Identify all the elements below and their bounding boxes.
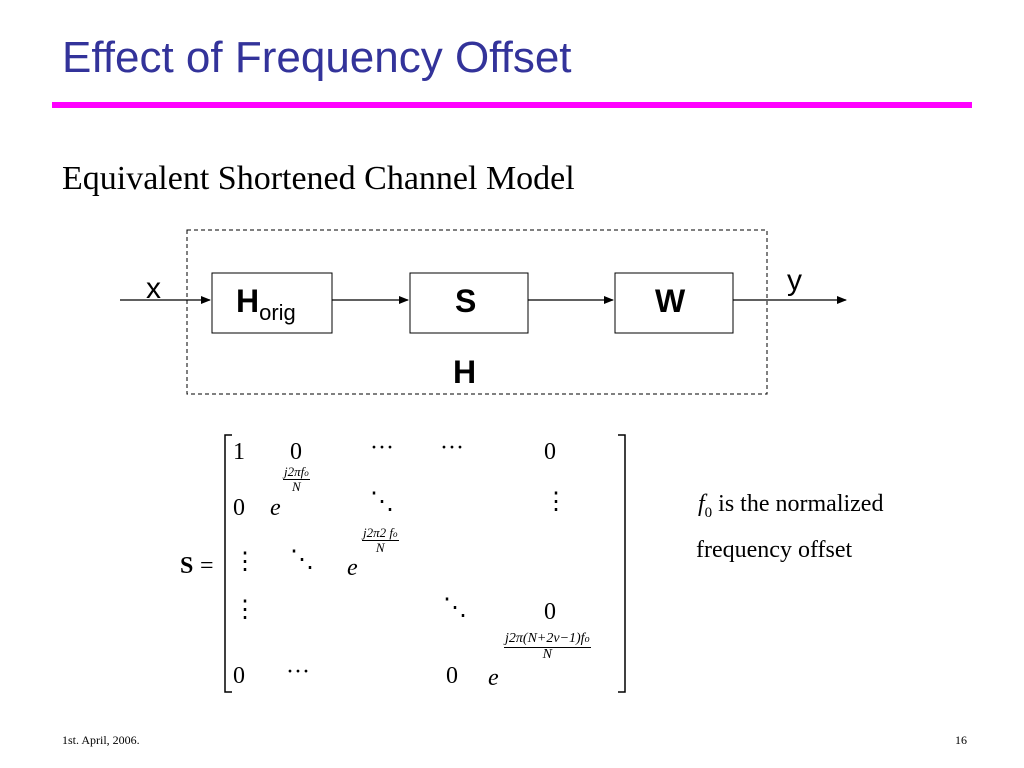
note-line-2: frequency offset [696,537,853,563]
m-r3c2: ⋱ [290,547,314,573]
group-label-h: H [453,354,477,390]
m-r3c3-exponent: j2π2 fo N [362,526,399,554]
block-h-orig [211,272,333,334]
exp3-num: j2π(N+2v−1)f [505,631,585,646]
left-bracket [224,434,232,693]
block-h-orig-label: Horig [236,283,296,324]
slide-subtitle: Equivalent Shortened Channel Model [62,160,575,197]
m-r4c5: 0 [544,599,556,625]
m-r2c3: ⋱ [370,489,394,515]
output-label-y: y [787,264,802,297]
m-r2c1: 0 [233,495,245,521]
right-bracket [618,434,626,693]
block-w [614,272,734,334]
page-number: 16 [955,733,967,747]
m-r1c4: ··· [440,435,464,461]
m-r2c5: ⋮ [544,489,568,515]
slide-title: Effect of Frequency Offset [62,33,572,82]
exp1-den: N [292,479,301,494]
m-r5c4: 0 [446,663,458,689]
m-r4c4: ⋱ [443,595,467,621]
note-text-1: is the normalized [718,491,884,517]
matrix-lhs-s: S [180,553,194,579]
block-s-label: S [455,283,477,319]
block-s [409,272,529,334]
m-r3c3-e: e [347,555,358,581]
m-r1c2: 0 [290,439,302,465]
m-r5c5-e: e [488,665,499,691]
exp3-den: N [542,647,552,662]
block-h-main: H [236,283,260,319]
m-r1c1: 1 [233,439,245,465]
m-r2c2-exponent: j2πfo N [283,465,310,493]
m-r5c2: ··· [286,659,310,685]
exp1-sub: o [304,468,309,478]
m-r5c1: 0 [233,663,245,689]
block-w-label: W [655,283,686,319]
note-symbol-f: f [698,491,705,517]
note-line-1: f0 is the normalized [698,491,884,521]
exp2-num: j2π2 f [363,525,393,540]
m-r3c1: ⋮ [233,549,257,575]
input-label-x: x [146,272,161,305]
title-divider [52,102,972,108]
matrix-equals: = [200,553,214,579]
m-r1c5: 0 [544,439,556,465]
exp2-sub: o [393,529,398,539]
m-r4c1: ⋮ [233,597,257,623]
footer-date: 1st. April, 2006. [62,733,140,747]
block-h-sub: orig [259,300,296,325]
equivalent-channel-group-box [186,229,768,395]
m-r2c2-e: e [270,495,281,521]
exp1-num: j2πf [284,464,305,479]
exp2-den: N [375,540,385,555]
m-r5c5-exponent: j2π(N+2v−1)fo N [504,632,591,662]
m-r1c3: ··· [370,435,394,461]
note-symbol-sub: 0 [704,505,713,521]
exp3-sub: o [584,634,590,645]
